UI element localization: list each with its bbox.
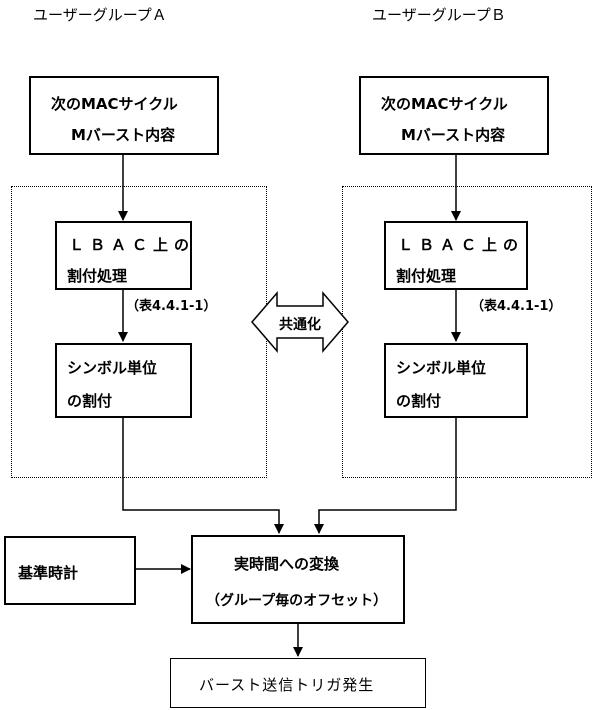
group-a-lbac-line2: 割付処理 bbox=[67, 267, 128, 285]
group-b-table-ref: （表4.4.1-1） bbox=[471, 299, 562, 314]
realtime-convert-line2: （グループ毎のオフセット） bbox=[206, 593, 388, 609]
group-a-symbol-line1: シンボル単位 bbox=[67, 359, 158, 377]
group-b-symbol-box: シンボル単位 の割付 bbox=[384, 343, 528, 418]
group-b-frame bbox=[342, 186, 592, 478]
group-a-header: ユーザーグループＡ bbox=[33, 6, 167, 24]
group-a-mac-line1: 次のMACサイクル bbox=[51, 95, 178, 113]
group-b-lbac-line1: ＬＢＡＣ上の bbox=[398, 236, 525, 254]
realtime-convert-box: 実時間への変換 （グループ毎のオフセット） bbox=[191, 535, 405, 624]
burst-trigger-box: バースト送信トリガ発生 bbox=[170, 658, 426, 708]
group-b-symbol-line2: の割付 bbox=[396, 392, 442, 410]
reference-clock-box: 基準時計 bbox=[4, 536, 136, 605]
reference-clock-label: 基準時計 bbox=[18, 564, 79, 582]
common-label: 共通化 bbox=[279, 317, 321, 333]
group-b-mac-box: 次のMACサイクル Mバースト内容 bbox=[359, 76, 549, 155]
group-a-mac-line2: Mバースト内容 bbox=[71, 126, 176, 144]
group-a-table-ref: （表4.4.1-1） bbox=[126, 299, 217, 314]
group-b-lbac-box: ＬＢＡＣ上の 割付処理 bbox=[384, 221, 528, 290]
group-b-header: ユーザーグループＢ bbox=[372, 6, 506, 24]
common-double-arrow bbox=[251, 290, 349, 354]
group-b-mac-line1: 次のMACサイクル bbox=[381, 95, 508, 113]
realtime-convert-line1: 実時間への変換 bbox=[234, 555, 340, 573]
burst-trigger-label: バースト送信トリガ発生 bbox=[199, 676, 375, 694]
group-b-symbol-line1: シンボル単位 bbox=[396, 359, 487, 377]
group-a-mac-box: 次のMACサイクル Mバースト内容 bbox=[29, 76, 219, 155]
group-a-lbac-box: ＬＢＡＣ上の 割付処理 bbox=[55, 221, 192, 290]
group-a-symbol-box: シンボル単位 の割付 bbox=[55, 343, 192, 418]
group-b-lbac-line2: 割付処理 bbox=[396, 267, 457, 285]
group-a-lbac-line1: ＬＢＡＣ上の bbox=[69, 236, 196, 254]
group-a-symbol-line2: の割付 bbox=[67, 392, 113, 410]
group-b-mac-line2: Mバースト内容 bbox=[401, 126, 506, 144]
